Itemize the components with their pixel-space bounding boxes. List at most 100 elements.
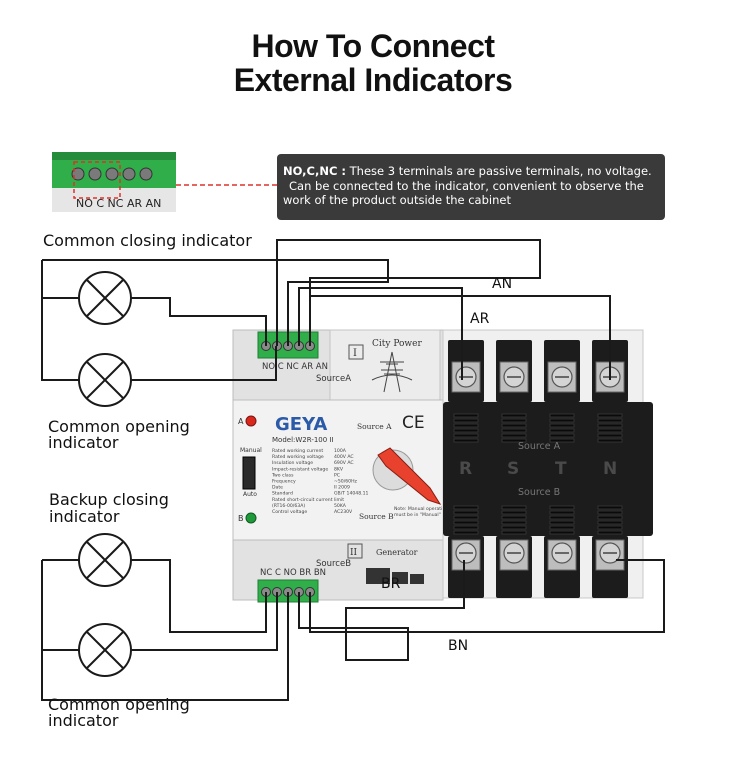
title-line-1: How To Connect [251,28,495,64]
roman-two: II [350,548,358,558]
manual-auto-switch[interactable] [242,456,256,490]
generator-icon [366,568,424,584]
lamps [78,271,132,677]
source-b-label: SourceB [316,559,351,569]
wire-ar [298,287,463,380]
vent-slot [453,515,479,520]
vent-slot [549,413,575,418]
vent-slot [597,418,623,423]
vent-slot [549,428,575,433]
vent-slot [549,438,575,443]
vent-slot [453,428,479,433]
terminal-block-photo: NO C NC AR AN [52,152,176,212]
auto-label: Auto [243,491,257,498]
title-line-2: External Indicators [233,62,513,98]
vent-slot [597,505,623,510]
manual-note-2: must be in "Manual" position [394,512,461,518]
vent-slot [597,530,623,535]
vent-slot [453,433,479,438]
label-backup-closing-1: Backup closing [49,490,169,509]
led-b-label: B [238,514,244,523]
vent-slot [501,433,527,438]
callout-text-1: These 3 terminals are passive terminals,… [346,164,652,178]
top-terminals-label: NO C NC AR AN [262,362,328,372]
spec-label: Rated working current [272,448,323,454]
vent-slot [549,525,575,530]
vent-slot [501,413,527,418]
vent-slot [501,510,527,515]
lamp-common-closing-icon [78,271,132,325]
wire-left-top [41,260,80,381]
wire-label-an: AN [492,276,513,292]
phase-label: N [603,459,617,479]
spec-value: 690V AC [334,460,354,466]
vent-slot [597,520,623,525]
lamp-backup-closing-icon [78,533,132,587]
spec-label: Rated working voltage [272,454,324,460]
spec-value: PC [334,472,340,478]
lamp-common-opening-bottom-icon [78,623,132,677]
wire-label-br: BR [381,576,401,592]
lamp-common-opening-top-icon [78,353,132,407]
wire-bn [309,559,665,633]
vent-slot [597,413,623,418]
vent-slot [597,438,623,443]
manual-note: Note: Manual operation [394,506,448,512]
vent-slot [501,423,527,428]
label-backup-closing-2: indicator [49,507,120,526]
vent-slot [501,515,527,520]
vent-slot [549,505,575,510]
spec-value: 400V AC [334,454,354,460]
vent-slot [597,515,623,520]
label-common-opening-top-1: Common opening [48,417,190,436]
spec-value: GB/T 14048.11 [334,491,369,497]
wire-label-bn: BN [448,638,469,654]
vent-slot [597,433,623,438]
wire-backup-no [130,559,267,633]
source-a-led [245,415,257,427]
wire-backup-c [130,592,278,651]
terminal-photo-label: NO C NC AR AN [76,197,161,210]
vent-slot [501,525,527,530]
spec-label: Rated short-circuit current limit [272,497,344,503]
phase-label: R [459,459,472,479]
callout-text-3: work of the product outside the cabinet [283,193,511,207]
wire-an [309,295,611,380]
vent-slot [597,428,623,433]
vent-slot [549,433,575,438]
callout-heading: NO,C,NC : [283,164,346,178]
vent-slot [453,530,479,535]
vent-slot [549,530,575,535]
label-common-opening-top-2: indicator [48,433,119,452]
vent-slot [453,505,479,510]
source-a-label: SourceA [316,374,351,384]
vent-slot [549,423,575,428]
vent-slot [549,520,575,525]
vent-slot [453,418,479,423]
model-label: Model:W2R-100 II [272,436,334,444]
spec-label: Control voltage [272,509,307,515]
callout-text-2: Can be connected to the indicator, conve… [289,178,644,193]
spec-value: AC230V [334,509,353,515]
transfer-switch-device: NO C NC AR AN SourceA I City Power A B M… [232,329,653,603]
rotary-handle[interactable] [377,447,442,505]
label-common-opening-bottom-2: indicator [48,711,119,730]
wire-to-no [130,297,267,346]
block-source-b: Source B [518,487,560,498]
spec-label: Insulation voltage [272,460,313,466]
wire-top-common [42,259,389,346]
vent-slot [453,423,479,428]
vent-slot [597,525,623,530]
vent-slot [453,520,479,525]
vent-slot [501,530,527,535]
terminal-info-callout: NO,C,NC : These 3 terminals are passive … [277,154,665,220]
roman-one: I [353,348,357,359]
phase-label: S [507,459,519,479]
vent-slot [501,438,527,443]
spec-label: Date [272,485,283,491]
spec-value: 8KV [334,466,344,472]
highlight-box [73,161,121,199]
source-b-small: Source B [359,512,394,521]
